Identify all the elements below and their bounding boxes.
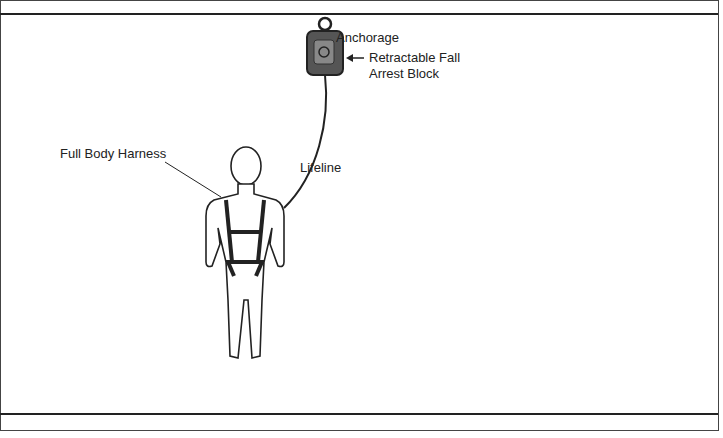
floor-line <box>0 413 718 415</box>
block-drum <box>319 47 329 57</box>
block-label: Retractable Fall Arrest Block <box>369 50 479 82</box>
worker-figure <box>206 147 284 358</box>
pointer-arrowhead <box>346 54 353 62</box>
lifeline-label: Lifeline <box>300 160 341 176</box>
lifeline <box>284 75 326 208</box>
block-detail <box>314 40 334 64</box>
leader-line <box>165 162 221 197</box>
harness-straps <box>226 200 264 276</box>
anchorage-label: Anchorage <box>336 30 399 46</box>
anchorage-ring <box>319 18 331 30</box>
harness-label: Full Body Harness <box>60 146 166 162</box>
ceiling-line <box>0 13 718 15</box>
frame <box>1 1 719 431</box>
